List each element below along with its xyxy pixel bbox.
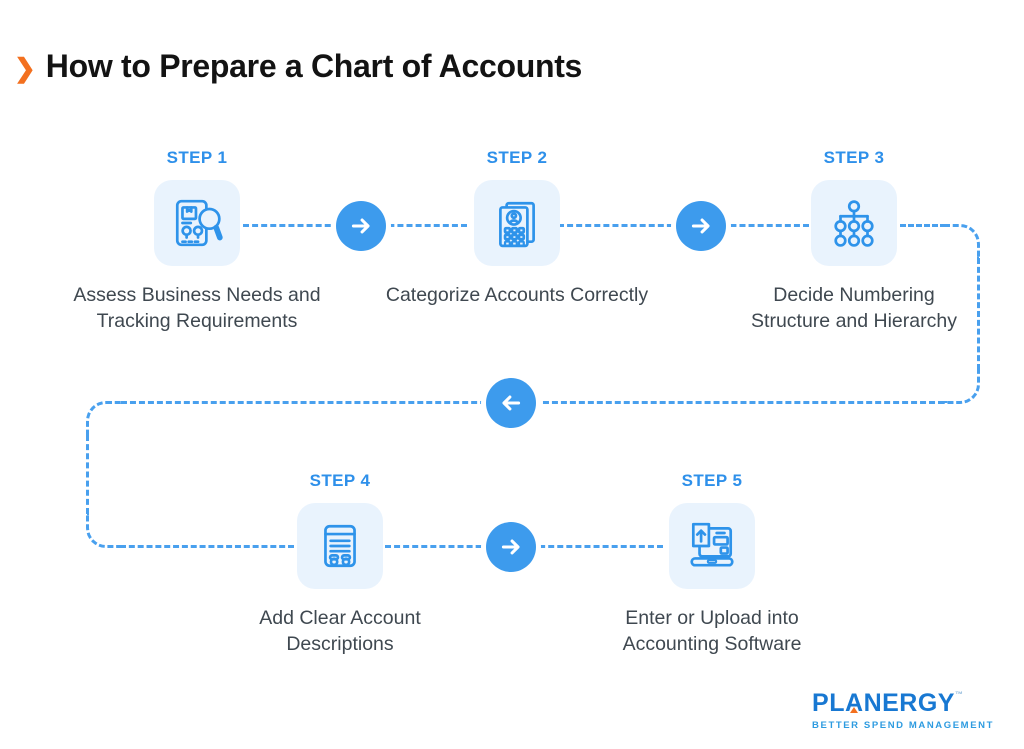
step-3-label: STEP 3 bbox=[823, 148, 885, 167]
arrow-right-icon bbox=[336, 201, 386, 251]
step-2: STEP 2 Categorize Accounts Correctly bbox=[357, 148, 677, 308]
planergy-logo: PLANERGY™ BETTER SPEND MANAGEMENT bbox=[812, 689, 994, 732]
step-4-icon-box bbox=[297, 503, 383, 589]
step-1: STEP 1 Assess Business Needs and Trackin… bbox=[37, 148, 357, 334]
step-3: STEP 3 Decide Numbering Structure and Hi… bbox=[694, 148, 1014, 334]
step-5-icon-box bbox=[669, 503, 755, 589]
connector-left-vertical bbox=[86, 435, 89, 514]
step-1-caption: Assess Business Needs and Tracking Requi… bbox=[73, 284, 321, 332]
step-1-label: STEP 1 bbox=[166, 148, 228, 167]
step-4-caption: Add Clear Account Descriptions bbox=[259, 607, 421, 655]
accounts-directory-icon bbox=[499, 201, 535, 248]
page-title: How to Prepare a Chart of Accounts bbox=[45, 48, 583, 84]
step-2-caption: Categorize Accounts Correctly bbox=[385, 284, 649, 306]
connector-corner-bottom-right bbox=[944, 368, 980, 404]
connector-corner-top-left bbox=[86, 401, 122, 437]
step-1-icon-box bbox=[154, 180, 240, 266]
chevron-icon: ❯ bbox=[14, 52, 36, 83]
arrow-right-icon bbox=[676, 201, 726, 251]
planergy-wordmark: PLANERGY™ bbox=[812, 689, 964, 717]
title-row: ❯ How to Prepare a Chart of Accounts bbox=[14, 48, 582, 85]
step-4-label: STEP 4 bbox=[309, 471, 371, 490]
logo-a-orange-triangle: A bbox=[845, 689, 864, 717]
laptop-upload-icon bbox=[690, 522, 734, 567]
step-5-label: STEP 5 bbox=[681, 471, 743, 490]
step-3-icon-box bbox=[811, 180, 897, 266]
connector-corner-bottom-left bbox=[86, 512, 122, 548]
step-2-icon-box bbox=[474, 180, 560, 266]
step-5: STEP 5 Enter or Upload into Accounting S… bbox=[552, 471, 872, 657]
logo-tagline: BETTER SPEND MANAGEMENT bbox=[812, 720, 994, 731]
map-search-icon bbox=[175, 199, 223, 247]
arrow-left-icon bbox=[486, 378, 536, 428]
step-5-caption: Enter or Upload into Accounting Software bbox=[622, 607, 802, 655]
step-4: STEP 4 Add Clear Account Descriptions bbox=[180, 471, 500, 657]
arrow-right-icon bbox=[486, 522, 536, 572]
hierarchy-icon bbox=[834, 200, 874, 247]
trademark-symbol: ™ bbox=[954, 690, 964, 699]
document-descriptions-icon bbox=[324, 524, 356, 568]
step-2-label: STEP 2 bbox=[486, 148, 548, 167]
step-3-caption: Decide Numbering Structure and Hierarchy bbox=[751, 284, 957, 332]
